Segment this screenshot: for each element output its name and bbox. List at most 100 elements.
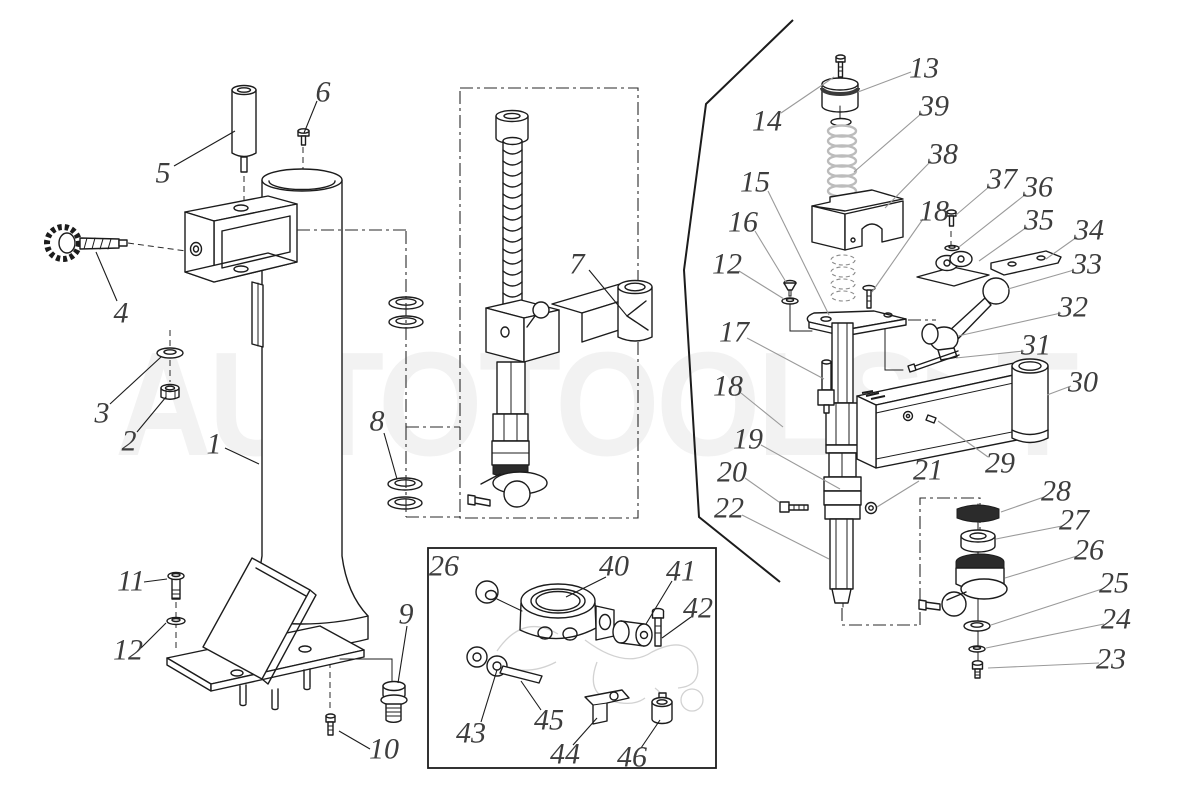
leader-line-33-32 xyxy=(1007,269,1075,290)
leader-line-30-35 xyxy=(1046,385,1072,396)
part-label-21-41: 21 xyxy=(913,454,943,487)
leader-line-36-29 xyxy=(958,193,1027,248)
part-label-34-31: 34 xyxy=(1073,214,1104,247)
part-label-31-34: 31 xyxy=(1020,329,1051,362)
leader-line-29-42 xyxy=(937,420,989,458)
leader-line-23-48 xyxy=(987,662,1100,669)
part-label-23-48: 23 xyxy=(1096,643,1126,676)
part-label-46-19: 46 xyxy=(617,741,647,774)
leader-line-46-19 xyxy=(640,719,661,749)
part-label-45-17: 45 xyxy=(534,704,564,737)
leader-line-5-0 xyxy=(173,130,236,167)
spring-39 xyxy=(826,124,858,198)
part-label-20-39: 20 xyxy=(717,456,747,489)
part-label-42-15: 42 xyxy=(683,592,713,625)
part-label-38-23: 38 xyxy=(927,138,958,171)
leader-line-11-7 xyxy=(143,578,168,583)
leader-line-19-38 xyxy=(760,444,841,490)
leader-line-12-27 xyxy=(738,270,785,300)
leader-line-20-39 xyxy=(744,477,780,503)
leader-line-40-13 xyxy=(565,576,607,598)
leader-line-39-22 xyxy=(853,112,923,173)
leader-line-14-21 xyxy=(780,76,835,114)
part-label-35-30: 35 xyxy=(1023,204,1054,237)
part-label-4-2: 4 xyxy=(114,297,129,330)
part-label-10-10: 10 xyxy=(369,733,399,766)
part-label-17-36: 17 xyxy=(719,316,751,349)
part-label-14-21: 14 xyxy=(752,105,782,138)
part-label-25-46: 25 xyxy=(1099,567,1129,600)
part-label-12-27: 12 xyxy=(712,248,742,281)
leader-line-2-4 xyxy=(136,396,167,433)
leader-line-22-40 xyxy=(741,514,830,560)
part-label-29-42: 29 xyxy=(985,447,1015,480)
part-label-36-29: 36 xyxy=(1022,171,1053,204)
leader-line-35-30 xyxy=(978,226,1028,262)
part-label-9-9: 9 xyxy=(399,598,414,631)
leader-line-45-17 xyxy=(520,680,542,711)
leader-line-43-16 xyxy=(480,669,498,723)
leader-line-38-23 xyxy=(884,160,932,209)
detail-funnel-line xyxy=(682,19,794,583)
screw-10 xyxy=(325,713,336,736)
part-label-22-40: 22 xyxy=(714,492,744,525)
leader-line-37-28 xyxy=(955,185,991,216)
leader-line-21-41 xyxy=(876,480,920,508)
part-label-15-25: 15 xyxy=(740,166,770,199)
small-screw-6 xyxy=(297,128,310,146)
part-label-32-33: 32 xyxy=(1057,291,1088,324)
part-label-26-12: 26 xyxy=(429,550,459,583)
leader-line-18-24 xyxy=(871,218,924,293)
leader-line-27-44 xyxy=(995,525,1063,540)
part-label-8-6: 8 xyxy=(370,405,385,438)
leader-line-12-8 xyxy=(140,622,167,649)
bolt-11 xyxy=(167,571,185,600)
leader-line-28-43 xyxy=(1000,496,1045,513)
vertical-arm-assembly xyxy=(459,87,653,519)
part-label-44-18: 44 xyxy=(550,738,580,771)
part-label-2-4: 2 xyxy=(122,425,137,458)
washer-12 xyxy=(166,616,186,626)
leader-line-9-9 xyxy=(397,625,408,684)
part-label-30-35: 30 xyxy=(1067,366,1098,399)
part-label-6-1: 6 xyxy=(316,76,331,109)
leader-line-18-37 xyxy=(740,392,784,428)
part-label-19-38: 19 xyxy=(733,423,763,456)
part-label-39-22: 39 xyxy=(918,90,949,123)
leader-line-15-25 xyxy=(767,190,830,316)
leader-line-24-47 xyxy=(985,623,1105,649)
part-label-41-14: 41 xyxy=(666,555,696,588)
leader-line-25-46 xyxy=(990,588,1103,626)
part-label-13-20: 13 xyxy=(909,52,939,85)
leader-line-3-3 xyxy=(109,356,162,405)
leader-line-10-10 xyxy=(338,730,371,750)
swing-bracket xyxy=(184,195,298,348)
part-label-12-8: 12 xyxy=(113,634,143,667)
leader-line-16-26 xyxy=(754,230,787,283)
leader-line-42-15 xyxy=(661,616,692,639)
enlarged-arm-assembly xyxy=(779,54,1062,679)
part-label-28-43: 28 xyxy=(1041,475,1071,508)
part-label-3-3: 3 xyxy=(94,397,110,430)
leader-line-4-2 xyxy=(95,251,118,302)
part-label-18-24: 18 xyxy=(919,195,949,228)
leader-line-32-33 xyxy=(957,312,1062,337)
part-label-7-11: 7 xyxy=(570,248,587,281)
leader-line-7-11 xyxy=(588,269,628,317)
part-label-16-26: 16 xyxy=(728,206,758,239)
leader-line-8-6 xyxy=(383,432,398,480)
part-label-33-32: 33 xyxy=(1071,248,1102,281)
part-label-1-5: 1 xyxy=(207,428,222,461)
leader-line-13-20 xyxy=(857,71,912,93)
leader-line-31-34 xyxy=(955,350,1025,359)
mounting-head-detail-box xyxy=(427,547,717,769)
part-label-27-44: 27 xyxy=(1059,504,1091,537)
part-label-37-28: 37 xyxy=(986,163,1019,196)
lock-pin xyxy=(231,84,257,173)
part-label-26-45: 26 xyxy=(1074,534,1104,567)
part-label-43-16: 43 xyxy=(456,717,486,750)
washer-3 xyxy=(156,347,184,359)
